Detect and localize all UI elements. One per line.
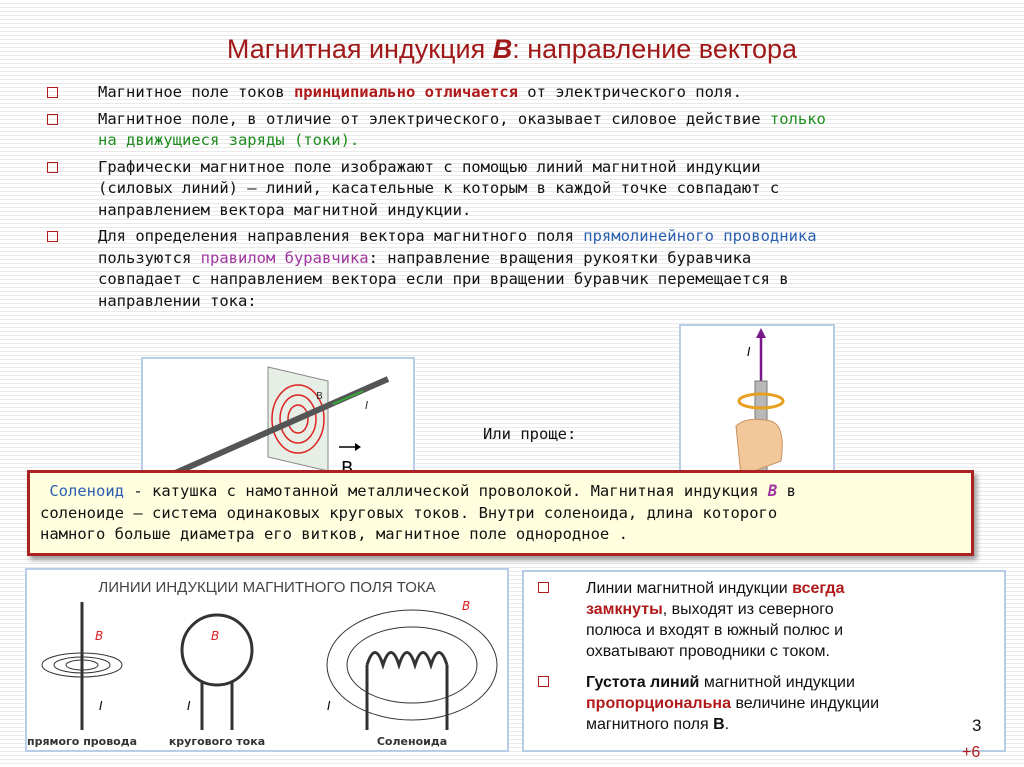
bullet-square-icon (538, 676, 549, 687)
bullet-square-icon (538, 582, 549, 593)
i-label-3: I (327, 699, 331, 713)
diagram-heading: ЛИНИИ ИНДУКЦИИ МАГНИТНОГО ПОЛЯ ТОКА (98, 579, 435, 596)
field-properties-box: Линии магнитной индукции всегда замкнуты… (522, 570, 1006, 752)
bullet-square-icon (47, 87, 58, 98)
simpler-label: Или проще: (483, 425, 577, 443)
bullet-2: Магнитное поле, в отличие от электрическ… (40, 109, 985, 152)
property-1: Линии магнитной индукции всегда замкнуты… (586, 580, 845, 660)
solenoid-callout: Соленоид - катушка с намотанной металлич… (27, 470, 974, 556)
field-lines-figure: ЛИНИИ ИНДУКЦИИ МАГНИТНОГО ПОЛЯ ТОКА B I … (25, 568, 509, 752)
bullet-1: Магнитное поле токов принципиально отлич… (40, 82, 985, 104)
page-number-extra: +6 (962, 744, 981, 761)
caption-circular-current: кругового тока (169, 735, 265, 748)
bullet-square-icon (47, 231, 58, 242)
hand-diagram: I (735, 328, 785, 477)
caption-straight-wire: прямого провода (27, 735, 137, 748)
page-number: 3 (972, 716, 982, 735)
gimlet-rule-figure: I B B (141, 357, 415, 489)
bullet-3: Графически магнитное поле изображают с п… (40, 157, 985, 222)
i-label-2: I (187, 699, 191, 713)
bullet-list: Магнитное поле токов принципиально отлич… (40, 82, 985, 317)
current-label: I (365, 399, 368, 412)
slide-title: Магнитная индукция B: направление вектор… (226, 34, 798, 64)
right-hand-figure: I (679, 324, 835, 478)
b-label-1: B (95, 629, 103, 643)
b-vector-label: B (316, 391, 323, 402)
bullet-square-icon (47, 161, 58, 173)
b-label-2: B (211, 629, 219, 643)
i-label-1: I (99, 699, 103, 713)
bullet-square-icon (47, 113, 58, 125)
bullet-4: Для определения направления вектора магн… (40, 226, 985, 312)
current-label: I (747, 345, 751, 359)
caption-solenoid: Соленоида (377, 735, 447, 748)
gimlet-diagram: I B B (171, 366, 390, 479)
b-label-3: B (462, 599, 470, 613)
field-lines-diagram: ЛИНИИ ИНДУКЦИИ МАГНИТНОГО ПОЛЯ ТОКА B I … (27, 579, 498, 748)
property-2: Густота линий магнитной индукции пропорц… (586, 674, 880, 733)
